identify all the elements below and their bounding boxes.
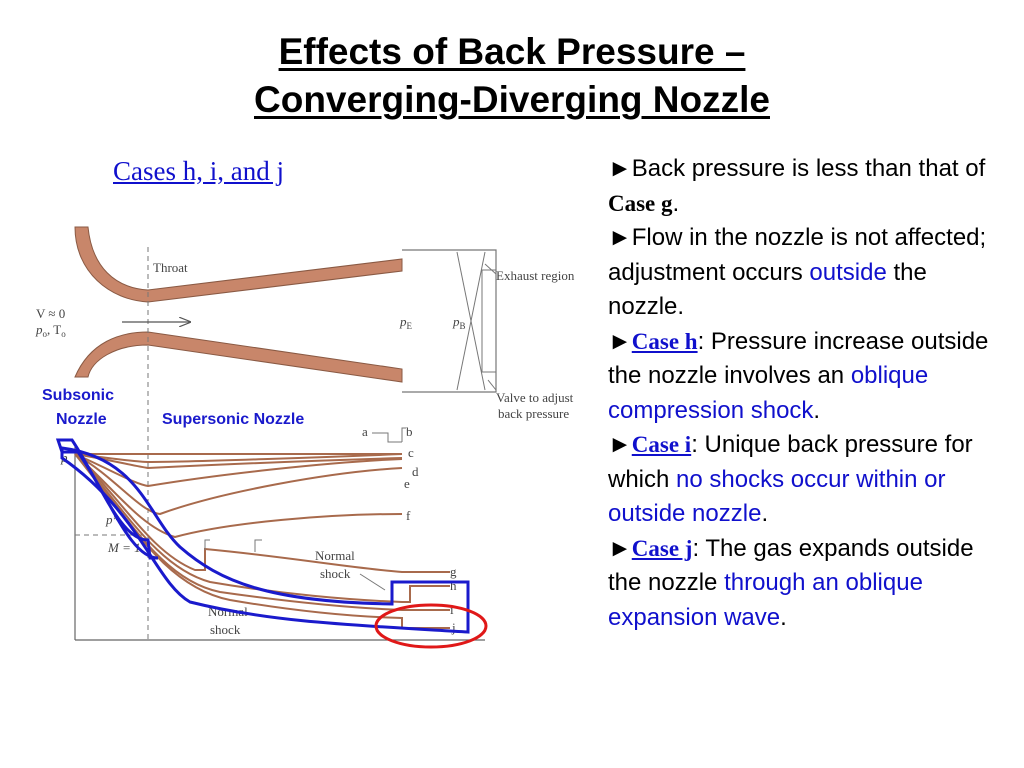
exhaust-pointer [484,263,497,275]
case-g-ref: Case g [608,190,673,216]
curve-c [74,453,403,470]
curve-e [74,453,403,516]
normal-shock-marker-upper [254,539,262,552]
curve-b [74,453,403,464]
mach-one-label: M = 1 [107,540,141,555]
valve-line-2 [456,251,486,391]
bullet-case-j: ►Case j: The gas expands outside the noz… [608,534,974,631]
curve-label-f: f [406,508,411,523]
curve-b-bracket [401,427,406,442]
supersonic-label: Supersonic Nozzle [162,411,304,428]
valve-label-line-1: Valve to adjust [496,390,574,405]
valve-pointer [487,379,497,391]
bullet-case-h: ►Case h: Pressure increase outside the n… [608,327,989,424]
curve-label-d: d [412,464,419,479]
normal-shock-marker-lower [204,539,210,550]
curve-label-i: i [450,602,454,617]
curve-label-b: b [406,424,413,439]
title-line-1: Effects of Back Pressure – [278,31,746,72]
subsonic-label-line-1: Subsonic [42,387,114,404]
curve-label-c: c [408,445,414,460]
nozzle-pressure-diagram: Throat Exhaust region Valve to adjust ba… [35,226,575,649]
case-j-label: Case j [631,535,693,561]
curve-label-h: h [450,578,457,593]
bullet-list: ►Back pressure is less than that of Case… [608,152,1008,635]
supersonic-region-outline [60,446,470,634]
back-pressure-label: pB [452,314,466,331]
bullet-back-pressure: ►Back pressure is less than that of Case… [608,155,986,217]
normal-shock-lower-line-2: shock [210,622,241,637]
exhaust-box-notch [481,269,496,373]
case-i-j-highlight-circle [374,603,488,649]
curve-d [74,453,403,488]
subsonic-label-line-2: Nozzle [56,411,107,428]
normal-shock-upper-line-1: Normal [315,548,355,563]
curve-label-e: e [404,476,410,491]
title-line-2: Converging-Diverging Nozzle [254,79,770,120]
normal-shock-pointer-upper [359,573,386,591]
curve-a-bracket [372,432,402,443]
inlet-velocity-label: V ≈ 0 [36,306,65,321]
exhaust-region-label: Exhaust region [496,268,575,283]
inlet-state-label: po, To [35,322,66,339]
valve-label-line-2: back pressure [498,406,569,421]
slide-title: Effects of Back Pressure – Converging-Di… [0,28,1024,124]
bullet-case-i: ►Case i: Unique back pressure for which … [608,431,973,527]
nozzle-upper-wall [74,226,403,303]
nozzle-lower-wall [74,331,403,383]
curve-label-g: g [450,564,457,579]
curve-label-a: a [362,424,368,439]
curve-label-j: j [451,620,456,635]
case-h-label: Case h [631,328,698,354]
exhaust-region-box [402,249,497,393]
curve-h [74,453,450,603]
case-i-label: Case i [631,432,692,457]
slide-subtitle: Cases h, i, and j [113,156,284,186]
curve-f [74,453,403,539]
exit-pressure-label: pE [399,314,413,331]
subsonic-region-outline [55,438,159,560]
bullet-flow-unaffected: ►Flow in the nozzle is not affected; adj… [608,224,987,320]
normal-shock-upper-line-2: shock [320,566,351,581]
throat-label: Throat [153,260,188,275]
pressure-axis-label: p [60,450,68,465]
